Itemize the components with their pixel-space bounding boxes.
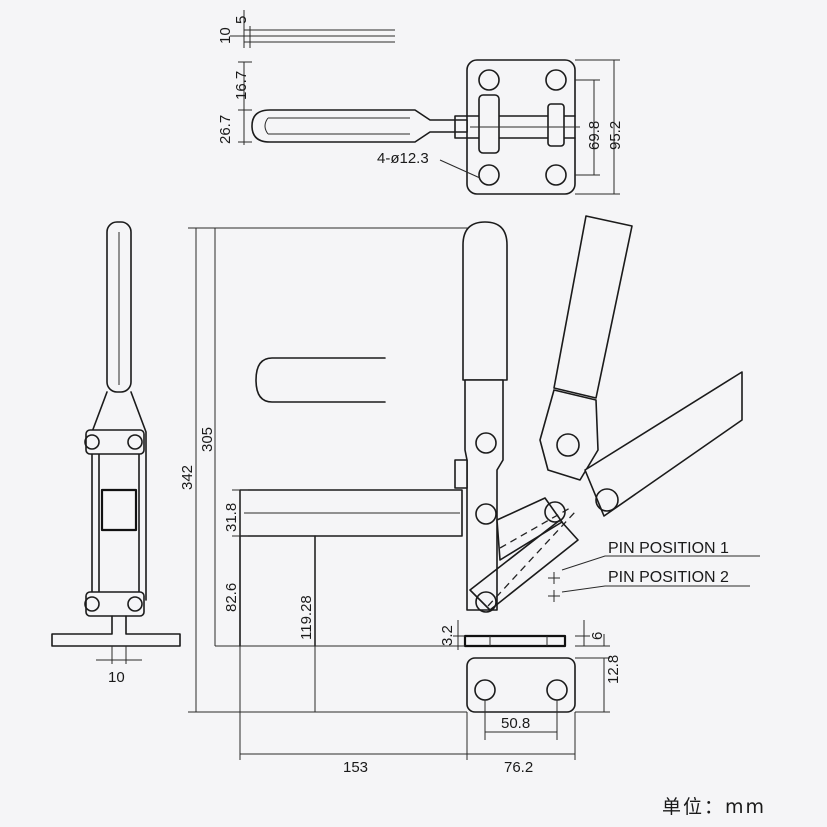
open-pivot-upper — [556, 433, 580, 457]
dim-label-82-6: 82.6 — [223, 583, 240, 612]
dim-label-305: 305 — [199, 427, 216, 452]
leader-holes — [439, 159, 481, 179]
open-pivot-lower — [595, 488, 619, 512]
unit-label: 单位：mm — [662, 796, 766, 818]
open-link — [469, 519, 579, 611]
dim-label-16-7: 16.7 — [233, 71, 250, 100]
front-handle-body — [464, 379, 504, 611]
side-upper-nut-l — [84, 434, 100, 450]
dim-label-12-8: 12.8 — [605, 655, 622, 684]
bottom-base-plate — [466, 657, 576, 713]
dim-label-6: 6 — [589, 632, 606, 640]
side-upper-block — [85, 429, 145, 455]
dim-label-holes: 4-ø12.3 — [377, 150, 429, 167]
dim-label-119-28: 119.28 — [298, 595, 315, 640]
dim-6 — [575, 620, 590, 646]
front-pivot-upper — [475, 432, 497, 454]
leader-pin-1 — [561, 555, 760, 571]
front-open-link-2 — [487, 511, 576, 607]
side-upper-nut-r — [127, 434, 143, 450]
dim-label-76-2: 76.2 — [504, 759, 533, 776]
side-lower-nut-l — [84, 596, 100, 612]
dim-label-153: 153 — [343, 759, 368, 776]
front-small-block — [454, 459, 468, 489]
front-pivot-lower — [475, 591, 497, 613]
dim-label-10-side: 10 — [108, 669, 125, 686]
front-pivot-mid — [475, 503, 497, 525]
dim-label-10-top: 10 — [217, 27, 234, 44]
dim-342 — [188, 227, 467, 713]
dim-label-95-2: 95.2 — [607, 121, 624, 150]
front-open-link-1 — [499, 507, 571, 549]
front-dimensions — [188, 227, 590, 713]
top-strip-ticks — [243, 10, 251, 48]
dim-top-left — [238, 61, 252, 145]
dim-label-5: 5 — [233, 16, 250, 24]
front-base-ribs — [489, 636, 548, 646]
plate-hole-tl — [478, 69, 500, 91]
front-link-pin — [544, 501, 566, 523]
pin-marker-1 — [548, 572, 560, 584]
front-slot — [255, 357, 386, 403]
top-pivot-block — [478, 94, 500, 154]
dim-label-31-8: 31.8 — [223, 503, 240, 532]
side-mid-block — [100, 488, 138, 532]
front-panel — [214, 227, 470, 646]
bottom-view — [239, 634, 610, 760]
side-lower-nut-r — [127, 596, 143, 612]
side-lower-block — [85, 591, 145, 617]
top-handle — [251, 109, 468, 143]
open-handle — [553, 215, 633, 399]
dim-label-342: 342 — [179, 465, 196, 490]
pin-marker-2 — [548, 590, 560, 602]
top-strip-lines — [230, 29, 395, 43]
dim-31-8 — [232, 489, 248, 537]
dim-bottom — [239, 646, 576, 760]
dim-side-width — [96, 646, 142, 664]
dimension-labels: 10 5 16.7 26.7 4-ø12.3 69.8 95.2 342 305… — [108, 16, 766, 818]
open-bar — [584, 371, 743, 517]
top-clevis — [547, 103, 565, 147]
front-handle — [462, 221, 508, 381]
plate-hole-tr — [545, 69, 567, 91]
dim-top-right — [575, 59, 620, 195]
leader-pin-2 — [561, 585, 750, 593]
top-handle-grip — [264, 117, 410, 135]
pin-position-1-label: PIN POSITION 1 — [608, 540, 729, 557]
plate-hole-br — [545, 164, 567, 186]
pin-position-2-label: PIN POSITION 2 — [608, 569, 729, 586]
side-base — [51, 615, 181, 647]
dim-label-69-8: 69.8 — [586, 121, 603, 150]
front-link-arm — [496, 497, 563, 561]
dim-label-50-8: 50.8 — [501, 715, 530, 732]
dim-right-base — [575, 634, 610, 713]
front-base-plate — [463, 634, 567, 648]
dim-label-3-2: 3.2 — [439, 625, 456, 646]
dim-label-26-7: 26.7 — [217, 115, 234, 144]
plate-hole-bl — [478, 164, 500, 186]
top-view — [230, 10, 620, 195]
open-handle-body — [539, 389, 599, 481]
side-view — [51, 221, 181, 664]
dim-3-2 — [453, 620, 465, 650]
